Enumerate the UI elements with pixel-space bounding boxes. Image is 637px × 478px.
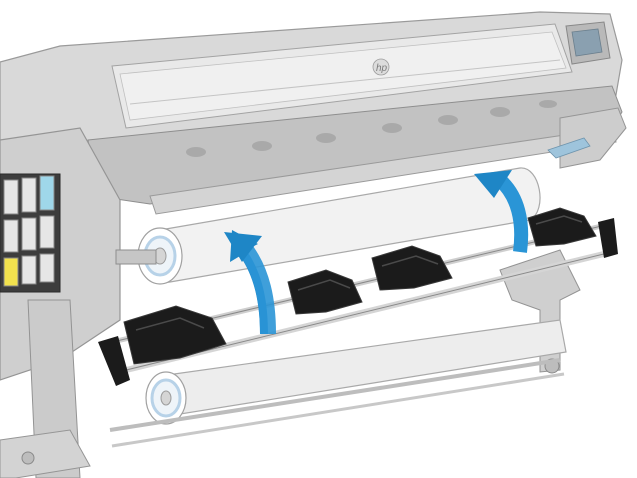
ink-slot: [3, 257, 19, 287]
ink-cartridge-bay: [0, 173, 61, 293]
loading-table-paddle: [287, 269, 363, 315]
printer-right-housing: [559, 107, 627, 169]
printer-body: hp: [0, 11, 627, 478]
ink-slot: [39, 253, 55, 283]
rotate-up-arrow-icon: [224, 230, 276, 335]
stand-wheel: [21, 451, 35, 465]
takeup-media-roll: [109, 319, 567, 448]
ink-slot: [39, 215, 55, 249]
takeup-rod: [111, 372, 565, 448]
ink-slot: [39, 175, 55, 211]
loading-table-end-left: [98, 336, 130, 386]
rotate-up-arrow-icon: [474, 170, 529, 253]
platen-ledge: [149, 127, 617, 215]
carriage-slots: [186, 100, 557, 157]
loading-table: [98, 207, 618, 386]
loading-table-paddle: [371, 245, 453, 291]
loading-table-paddle: [527, 207, 597, 247]
loading-table-paddle: [123, 305, 227, 365]
hp-logo: [372, 58, 390, 76]
front-panel-screen: [571, 28, 603, 57]
ink-slot: [21, 217, 37, 251]
loading-table-end-right: [598, 218, 618, 258]
stand-left-foot: [0, 429, 91, 478]
ink-slot: [3, 219, 19, 253]
ink-slot: [21, 177, 37, 213]
input-roll-spindle: [115, 249, 157, 265]
media-lever: [547, 137, 591, 159]
ink-slot: [21, 255, 37, 285]
hp-logo-text: hp: [376, 63, 388, 74]
takeup-rod: [109, 358, 561, 432]
ink-slot: [3, 179, 19, 215]
